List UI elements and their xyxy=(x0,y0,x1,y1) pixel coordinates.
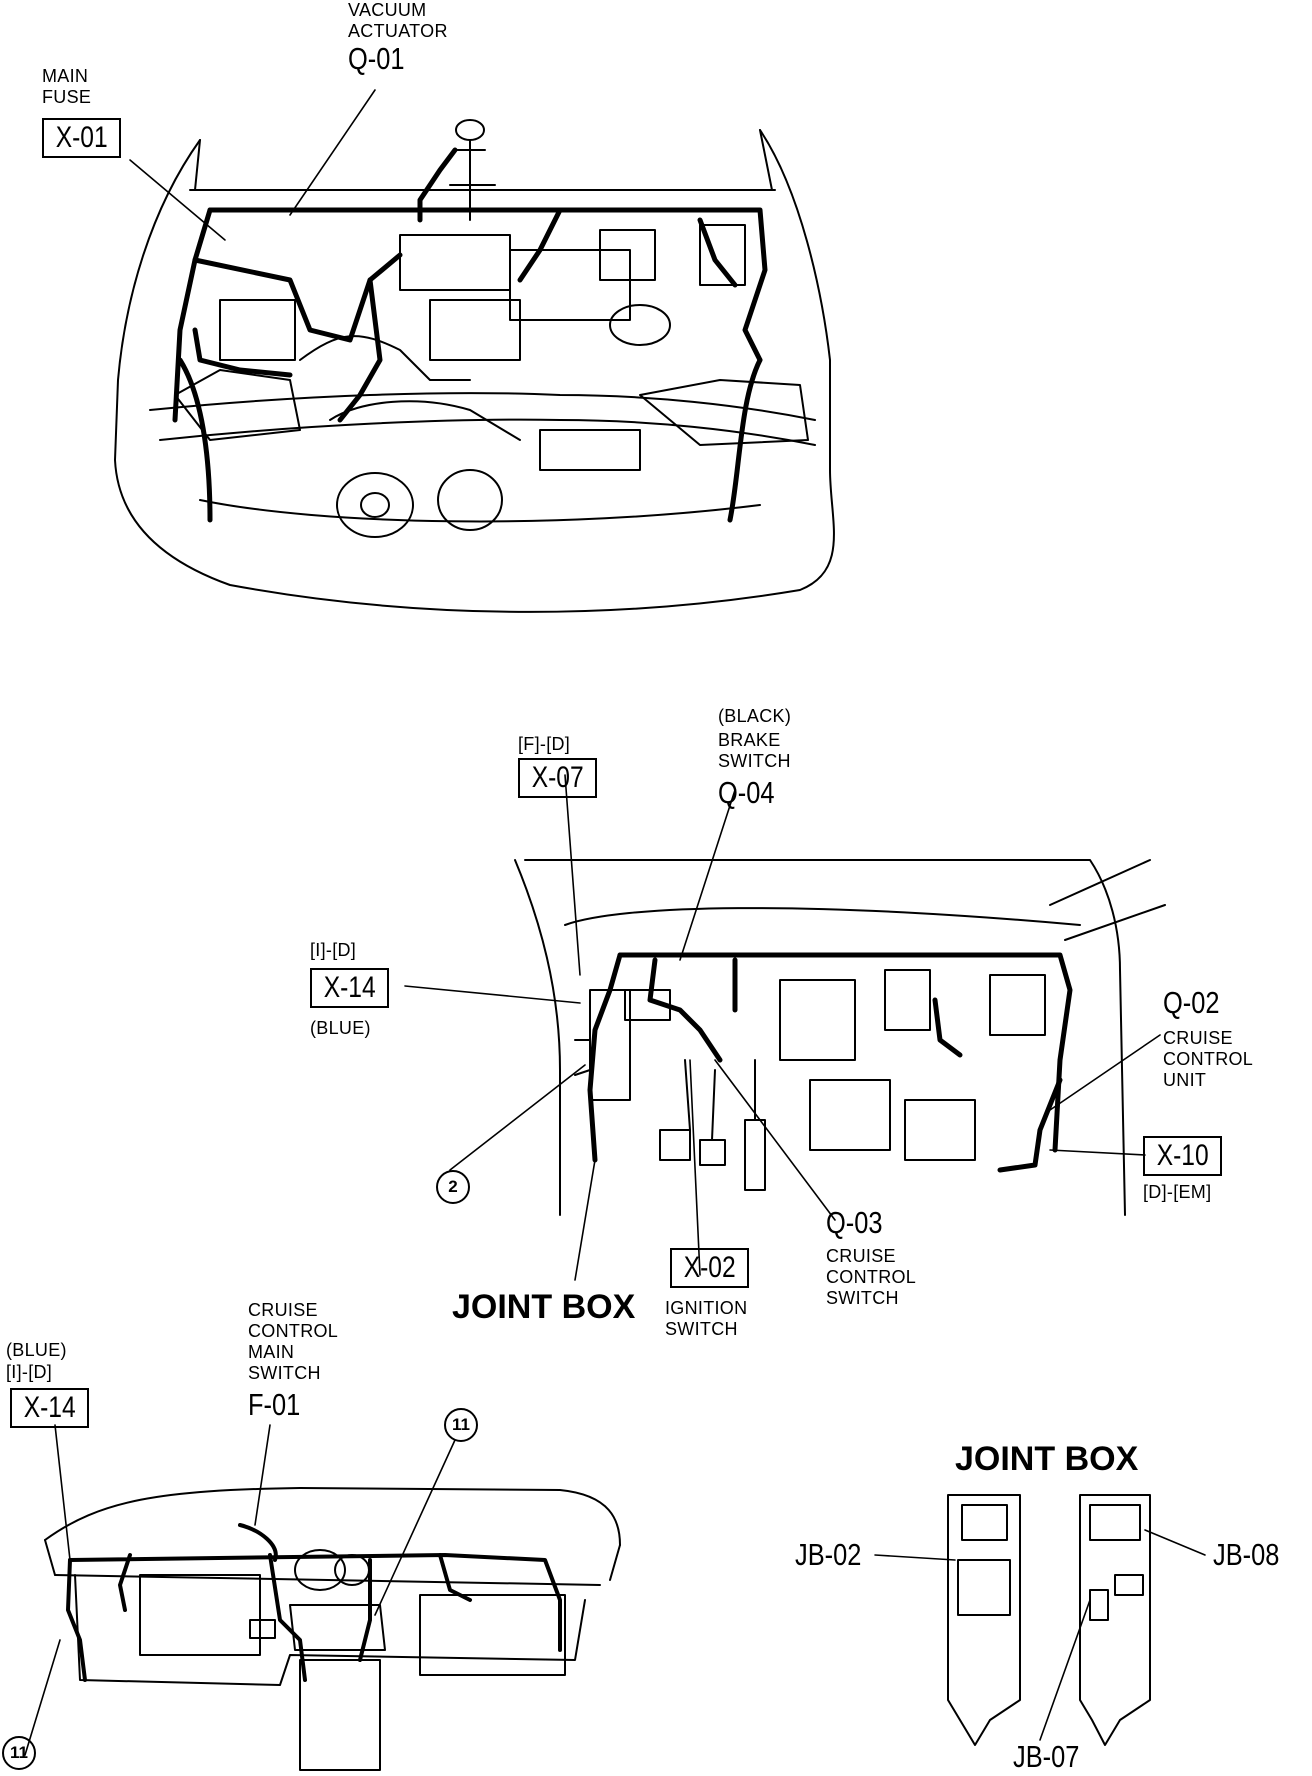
brake-switch-label: BRAKE SWITCH xyxy=(718,730,791,771)
instrument-panel-harness xyxy=(66,1523,562,1682)
black-label: (BLACK) xyxy=(718,706,792,726)
main-fuse-label: MAIN FUSE xyxy=(42,66,92,107)
blue-top-label: (BLUE) xyxy=(310,1018,371,1038)
circle-11-bottom-marker: 11 xyxy=(2,1736,36,1770)
f01-code: F-01 xyxy=(248,1387,301,1422)
joint-box-drawing xyxy=(947,1494,1151,1746)
leader-lines xyxy=(24,89,1206,1756)
jb07-code: JB-07 xyxy=(1013,1739,1080,1774)
x14-bottom-connector-box: X-14 xyxy=(10,1388,90,1428)
q01-code: Q-01 xyxy=(348,41,405,76)
q02-code: Q-02 xyxy=(1163,985,1220,1020)
cabin-drawing xyxy=(514,859,1166,1216)
circle-2-marker: 2 xyxy=(436,1170,470,1204)
x10-connector-box: X-10 xyxy=(1143,1136,1223,1176)
engine-compartment-drawing xyxy=(114,119,835,613)
cruise-control-unit-label: CRUISE CONTROL UNIT xyxy=(1163,1028,1253,1090)
cruise-control-main-switch-label: CRUISE CONTROL MAIN SWITCH xyxy=(248,1300,338,1383)
vacuum-actuator-label: VACUUM ACTUATOR xyxy=(348,0,448,41)
ignition-switch-label: IGNITION SWITCH xyxy=(665,1298,748,1339)
x01-connector-box: X-01 xyxy=(42,118,122,158)
q03-code: Q-03 xyxy=(826,1205,883,1240)
id-top-label: [I]-[D] xyxy=(310,940,357,960)
instrument-panel-drawing xyxy=(44,1487,621,1771)
q04-code: Q-04 xyxy=(718,775,775,810)
id-bottom-label: [I]-[D] xyxy=(6,1362,53,1382)
d-em-label: [D]-[EM] xyxy=(1143,1182,1212,1202)
jb02-code: JB-02 xyxy=(795,1537,862,1572)
ff-d-label: [F]-[D] xyxy=(518,734,571,754)
circle-11-top-marker: 11 xyxy=(444,1408,478,1442)
x02-connector-box: X-02 xyxy=(670,1248,750,1288)
jb08-code: JB-08 xyxy=(1213,1537,1280,1572)
joint-box-middle-label: JOINT BOX xyxy=(452,1288,636,1326)
blue-bottom-label: (BLUE) xyxy=(6,1340,67,1360)
engine-harness xyxy=(172,147,768,523)
x07-connector-box: X-07 xyxy=(518,758,598,798)
x14-top-connector-box: X-14 xyxy=(310,968,390,1008)
joint-box-right-label: JOINT BOX xyxy=(955,1440,1139,1478)
cabin-harness xyxy=(587,952,1073,1173)
cruise-control-switch-label: CRUISE CONTROL SWITCH xyxy=(826,1246,916,1308)
